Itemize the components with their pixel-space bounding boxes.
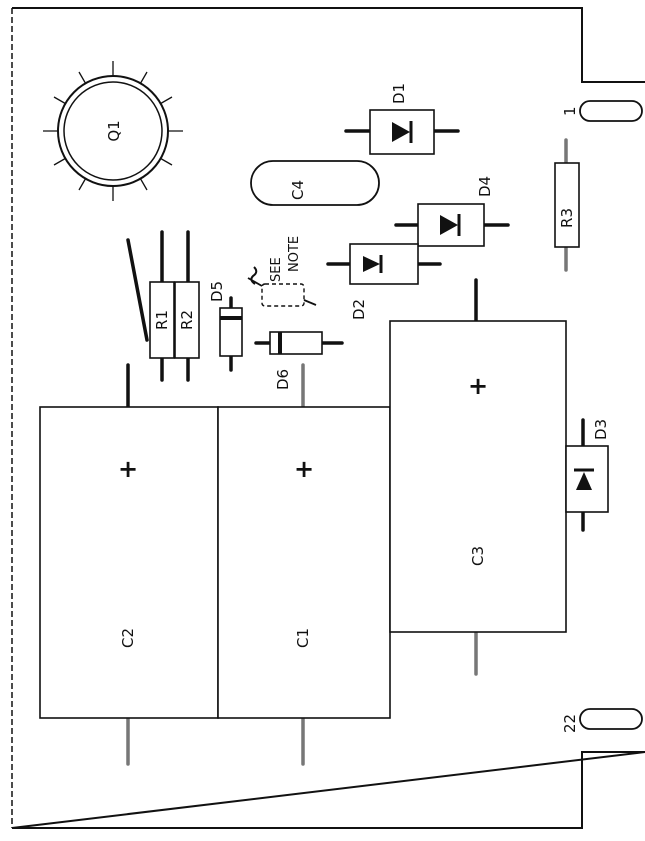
c1-plus: + — [294, 455, 314, 483]
r3-label: R3 — [558, 208, 576, 228]
capacitor-c1: + C1 — [217, 363, 391, 766]
note-text-note: NOTE — [287, 236, 302, 272]
optional-component-see-note: SEE NOTE — [247, 236, 317, 307]
capacitor-c2: + C2 — [39, 363, 219, 766]
diode-d3: D3 — [565, 418, 610, 532]
capacitor-c4: C4 — [250, 160, 380, 206]
d2-label: D2 — [350, 299, 368, 320]
r1-label: R1 — [153, 310, 171, 330]
d5-label: D5 — [208, 281, 226, 302]
c2-label: C2 — [119, 628, 137, 648]
d1-label: D1 — [390, 83, 408, 104]
c2-plus: + — [118, 455, 138, 483]
c3-plus: + — [468, 372, 488, 400]
diode-d5: D5 — [208, 281, 243, 372]
c3-label: C3 — [469, 546, 487, 566]
pin-1-label: 1 — [561, 106, 579, 116]
q1-label: Q1 — [105, 120, 123, 141]
board-outline — [11, 7, 645, 829]
diode-d6: D6 — [254, 331, 344, 390]
note-text-see: SEE — [269, 257, 284, 282]
d4-label: D4 — [476, 176, 494, 197]
resistor-r1: R1 — [126, 230, 175, 382]
diode-d1: D1 — [344, 83, 460, 155]
diode-d2: D2 — [326, 243, 442, 320]
transistor-q1: Q1 — [43, 61, 183, 201]
c4-label: C4 — [289, 180, 307, 200]
diode-d4: D4 — [394, 176, 510, 247]
c1-label: C1 — [294, 628, 312, 648]
connector-slot-top — [579, 100, 643, 122]
capacitor-c3: + C3 — [389, 278, 567, 676]
pin-22-label: 22 — [561, 714, 579, 733]
resistor-r2: R2 — [174, 230, 200, 382]
d3-label: D3 — [592, 419, 610, 440]
d6-label: D6 — [274, 369, 292, 390]
resistor-r3: R3 — [554, 138, 580, 272]
connector-slot-bottom — [579, 708, 643, 730]
r2-label: R2 — [178, 310, 196, 330]
